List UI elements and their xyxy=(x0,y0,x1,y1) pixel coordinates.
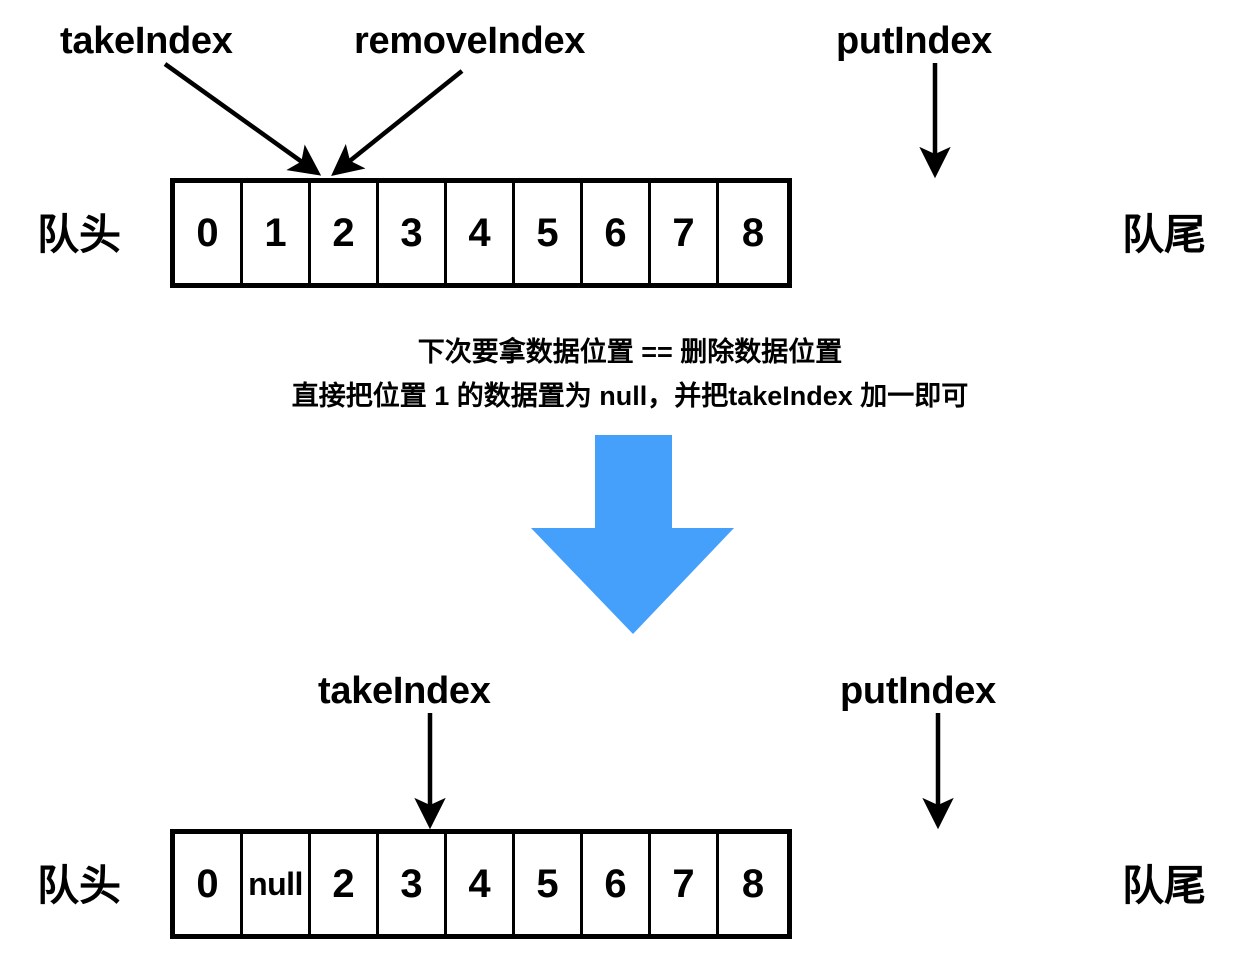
top-putindex-label: putIndex xyxy=(836,20,992,62)
bottom-tail-label: 队尾 xyxy=(1122,862,1207,909)
queue-before-cell-3: 3 xyxy=(379,183,447,283)
queue-after-cell-0: 0 xyxy=(175,834,243,934)
top-removeindex-label: removeIndex xyxy=(354,20,586,62)
removeindex-arrow-icon xyxy=(331,69,464,176)
queue-after-cell-6: 6 xyxy=(583,834,651,934)
queue-before-cell-4: 4 xyxy=(447,183,515,283)
caption-line-1: 下次要拿数据位置 == 删除数据位置 xyxy=(417,337,843,367)
queue-after-cell-7: 7 xyxy=(651,834,719,934)
down-arrow-icon xyxy=(531,435,734,634)
queue-before-cell-8: 8 xyxy=(719,183,787,283)
queue-after-cell-5: 5 xyxy=(515,834,583,934)
takeindex-arrow-icon xyxy=(163,62,322,176)
queue-after-cell-4: 4 xyxy=(447,834,515,934)
queue-before-cell-2: 2 xyxy=(311,183,379,283)
queue-after-cell-1: null xyxy=(243,834,311,934)
queue-before-cell-7: 7 xyxy=(651,183,719,283)
queue-after-cell-3: 3 xyxy=(379,834,447,934)
queue-before-cell-6: 6 xyxy=(583,183,651,283)
bottom-head-label: 队头 xyxy=(37,862,122,909)
queue-before-cell-0: 0 xyxy=(175,183,243,283)
bottom-putindex-label: putIndex xyxy=(840,670,996,712)
top-head-label: 队头 xyxy=(37,211,122,258)
queue-after-cell-2: 2 xyxy=(311,834,379,934)
queue-after-cell-8: 8 xyxy=(719,834,787,934)
bottom-takeindex-label: takeIndex xyxy=(318,670,491,712)
top-takeindex-label: takeIndex xyxy=(60,20,233,62)
top-tail-label: 队尾 xyxy=(1122,211,1207,258)
caption-line-2: 直接把位置 1 的数据置为 null，并把takeIndex 加一即可 xyxy=(291,381,969,411)
queue-before-cell-1: 1 xyxy=(243,183,311,283)
queue-before-cell-5: 5 xyxy=(515,183,583,283)
